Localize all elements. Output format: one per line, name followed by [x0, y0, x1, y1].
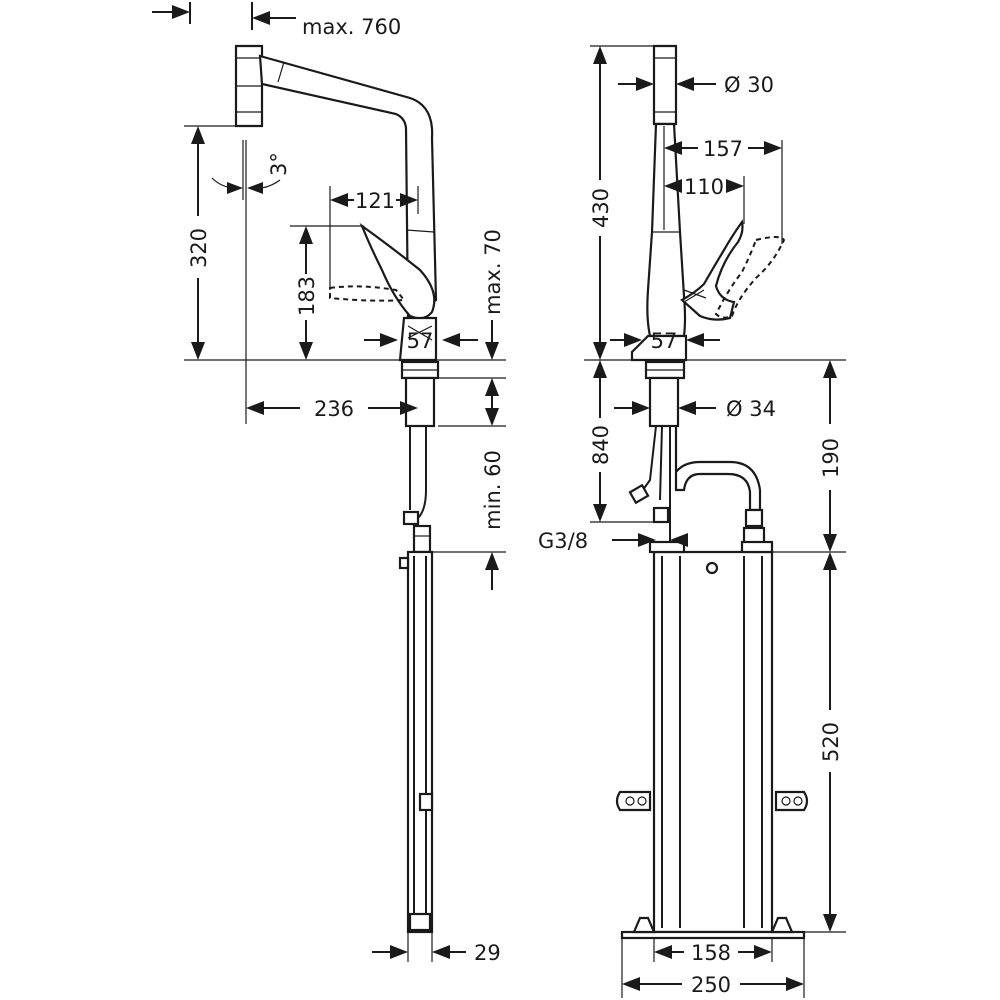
tilt-angle-label: 3° [267, 152, 291, 176]
box-height-label: 520 [819, 722, 843, 762]
hose-length-label: 840 [589, 425, 613, 465]
hose-box-front [615, 540, 809, 940]
front-hoses [628, 425, 766, 552]
box-inner-width-label: 158 [691, 941, 731, 965]
hose-length-dimension: 840 [589, 360, 613, 522]
handle-reach-dimension: 121 [329, 186, 419, 290]
base-diameter-label: 57 [407, 329, 434, 353]
front-spout [646, 44, 687, 338]
height-320-label: 320 [187, 228, 211, 268]
side-view: max. 760 [152, 2, 506, 965]
spout-reach-dimension: 236 [246, 397, 418, 421]
box-depth-dimension: 29 [372, 932, 501, 965]
front-handle [680, 219, 786, 321]
spout-reach-label: 236 [314, 397, 354, 421]
spout-diameter-dimension: Ø 30 [618, 73, 774, 97]
box-outer-width-label: 250 [691, 973, 731, 997]
spout-diameter-label: Ø 30 [724, 73, 774, 97]
handle-reach-label: 121 [355, 189, 395, 213]
connection-height-dimension: 190 [819, 360, 843, 552]
base-collar [398, 316, 440, 428]
handle-swing-label: 157 [703, 137, 743, 161]
shank-diameter-label: Ø 34 [726, 397, 776, 421]
handle-depth-label: 110 [684, 175, 724, 199]
side-hoses [402, 426, 432, 554]
counter-thickness-dimension [485, 378, 499, 426]
clearance-label: max. 70 [481, 229, 505, 315]
thread-label: G3/8 [538, 529, 588, 553]
reach-max-label: max. 760 [302, 15, 401, 39]
handle-height-label: 183 [295, 276, 319, 316]
base-diameter-dimension: 57 [364, 329, 478, 353]
box-outer-width-dimension: 250 [621, 938, 805, 998]
handle-swing-dimension: 157 [664, 137, 782, 161]
box-depth-label: 29 [474, 941, 501, 965]
clearance-dimension: max. 70 [481, 229, 505, 360]
front-view: Ø 30 430 157 110 [538, 44, 846, 998]
shank-diameter-dimension: Ø 34 [614, 397, 776, 421]
height-320-dimension: 320 [187, 126, 211, 360]
front-base-diameter-label: 57 [651, 329, 678, 353]
box-inner-width-dimension: 158 [653, 938, 773, 965]
front-base [630, 334, 688, 428]
tilt-dimension: 3° [211, 140, 291, 200]
min-60-label: min. 60 [481, 450, 505, 530]
handle-height-dimension: 183 [290, 225, 364, 360]
thread-callout: G3/8 [538, 529, 688, 553]
spout-head [234, 44, 264, 128]
hose-box-side [398, 550, 434, 934]
front-base-diameter-dimension: 57 [610, 329, 720, 353]
connection-height-label: 190 [819, 438, 843, 478]
reach-dimension: max. 760 [152, 2, 401, 39]
handle-depth-dimension: 110 [664, 175, 744, 199]
min-60-dimension: min. 60 [481, 450, 505, 590]
outlet-height-label: 430 [589, 188, 613, 228]
box-height-dimension: 520 [819, 552, 843, 932]
outlet-height-dimension: 430 [589, 46, 613, 360]
